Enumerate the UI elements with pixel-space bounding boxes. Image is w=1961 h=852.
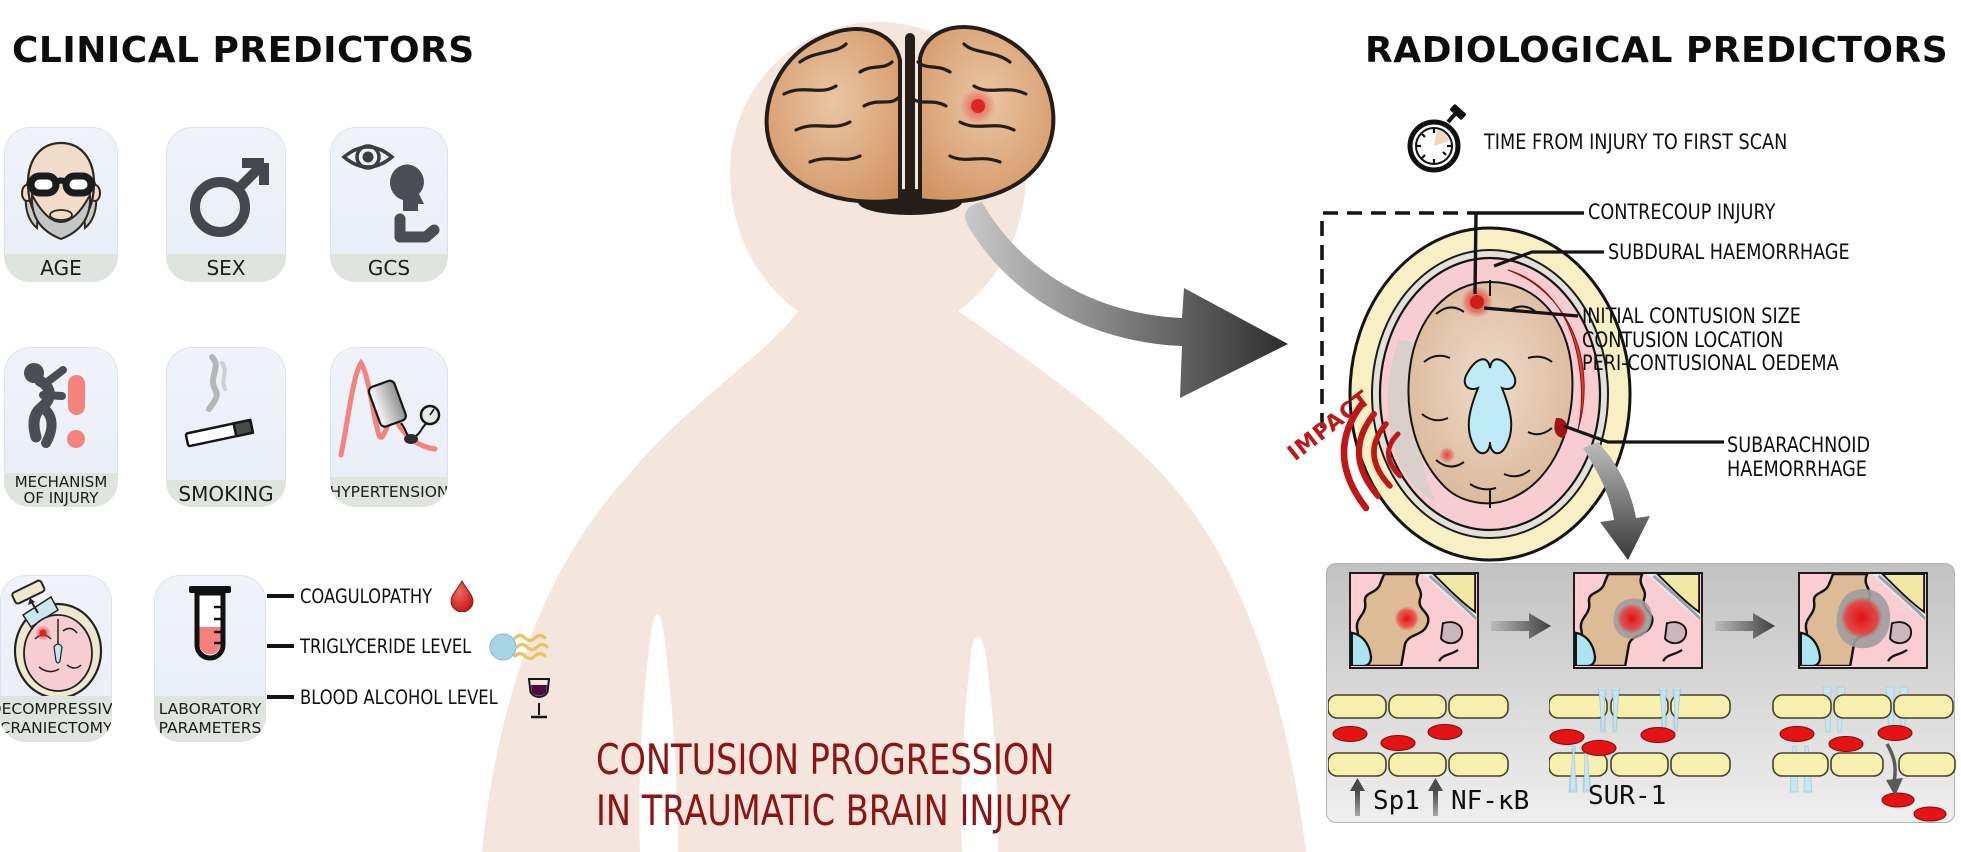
wine-glass-icon: [528, 678, 551, 719]
human-silhouette: [482, 22, 1306, 852]
up-arrow-icon: [1427, 778, 1443, 816]
tile-gcs-label: GCS: [330, 254, 448, 282]
red-blood-cells: [1779, 724, 1947, 822]
cigarette-smoke-icon: [184, 354, 255, 448]
elderly-man-icon: [21, 141, 101, 241]
craniectomy-skull-flap-icon: [11, 579, 103, 700]
subarachnoid-haemorrhage-region: [1554, 418, 1568, 438]
figure-title-line1: CONTUSION PROGRESSION: [596, 735, 1055, 784]
ct-axial-diagram: [1320, 211, 1724, 562]
tile-lab-label-line1: LABORATORY: [158, 700, 262, 718]
callout-blood-alcohol: BLOOD ALCOHOL LEVEL: [267, 671, 553, 723]
stage1-membrane-diagram: [1328, 694, 1509, 777]
clinical-predictors-title: CLINICAL PREDICTORS: [12, 30, 475, 71]
tile-craniectomy-label-line1: DECOMPRESSIVE: [0, 700, 112, 718]
lipid-droplet-icon: [489, 633, 549, 661]
figure-title-line2: IN TRAUMATIC BRAIN INJURY: [596, 786, 1071, 835]
contrecoup-label: CONTRECOUP INJURY: [1588, 200, 1776, 224]
test-tube-icon: [189, 586, 231, 661]
tile-sex: SEX: [166, 127, 286, 282]
blood-pressure-monitor-icon: [338, 358, 441, 458]
stage1-ct-thumbnail: [1349, 569, 1480, 669]
radiological-predictors-title: RADIOLOGICAL PREDICTORS: [1365, 30, 1949, 71]
tile-decompressive-craniectomy: DECOMPRESSIVE CRANIECTOMY: [0, 575, 112, 742]
impact-trajectory-dashed-line: [1320, 211, 1478, 428]
tile-hypertension: HYPERTENSION: [330, 347, 448, 507]
callout-line: [267, 594, 294, 598]
subarachnoid-label-line2: HAEMORRHAGE: [1727, 456, 1867, 481]
red-blood-cells: [1549, 726, 1676, 757]
scan-time-label: TIME FROM INJURY TO FIRST SCAN: [1484, 130, 1788, 154]
tile-moi-label-line1: MECHANISM: [14, 473, 108, 491]
contusion-progression-panel: Sp1 NF-κB SUR-1: [1326, 563, 1956, 823]
stage-arrow-1-icon: [1491, 613, 1551, 639]
callout-line: [267, 695, 294, 699]
stage3-ct-thumbnail: [1798, 569, 1929, 669]
impact-waves-icon: [1340, 400, 1403, 512]
tile-sex-label: SEX: [166, 254, 286, 282]
stage3-membrane-diagram: [1772, 686, 1956, 822]
tile-moi-label-line2: OF INJURY: [23, 489, 99, 507]
tile-mechanism-of-injury: MECHANISM OF INJURY: [4, 347, 118, 507]
coagulopathy-label: COAGULOPATHY: [300, 584, 433, 608]
contusion-labels: INITIAL CONTUSION SIZE CONTUSION LOCATIO…: [1582, 304, 1839, 376]
nfkb-label: NF-κB: [1450, 786, 1530, 816]
red-blood-cells: [1332, 723, 1463, 752]
label-connector-lines: [1473, 211, 1724, 444]
stage2-membrane-diagram: [1549, 688, 1731, 793]
figure-title: CONTUSION PROGRESSION IN TRAUMATIC BRAIN…: [596, 734, 1071, 836]
contusion-label-line1: INITIAL CONTUSION SIZE: [1582, 304, 1801, 328]
up-arrow-icon: [1350, 778, 1365, 816]
eye-head-arm-icon: [341, 144, 440, 243]
falling-person-icon: [24, 363, 85, 448]
tile-age: AGE: [4, 127, 118, 282]
sur1-label: SUR-1: [1588, 781, 1667, 811]
subarachnoid-label-line1: SUBARACHNOID: [1727, 433, 1871, 457]
curved-arrow-to-ct-icon: [965, 202, 1288, 398]
callout-coagulopathy: COAGULOPATHY: [267, 580, 475, 612]
ventricles-region: [1463, 358, 1517, 455]
stage2-ct-thumbnail: [1573, 569, 1704, 669]
blood-alcohol-label: BLOOD ALCOHOL LEVEL: [300, 685, 498, 709]
tile-hypertension-label: HYPERTENSION: [330, 477, 448, 507]
tile-gcs: GCS: [330, 127, 448, 282]
tile-craniectomy-label-line2: CRANIECTOMY: [0, 719, 112, 737]
stage1-markers: Sp1 NF-κB: [1350, 778, 1529, 816]
arrow-to-progression-panel-icon: [1583, 442, 1650, 560]
tile-smoking: SMOKING: [166, 347, 286, 507]
tile-age-label: AGE: [4, 254, 118, 282]
brain-front-view-icon: [764, 25, 1056, 215]
tile-lab-label-line2: PARAMETERS: [158, 719, 262, 737]
contusion-label-line3: PERI-CONTUSIONAL OEDEMA: [1582, 351, 1839, 375]
callout-triglyceride: TRIGLYCERIDE LEVEL: [267, 627, 552, 665]
stage-arrow-2-icon: [1715, 613, 1775, 639]
extravasation-arrow-icon: [1885, 743, 1897, 783]
triglyceride-label: TRIGLYCERIDE LEVEL: [300, 634, 472, 658]
male-symbol-icon: [190, 158, 269, 237]
contusion-label-line2: CONTUSION LOCATION: [1582, 327, 1784, 352]
callout-line: [267, 644, 294, 648]
tile-smoking-label: SMOKING: [166, 480, 286, 507]
subdural-label: SUBDURAL HAEMORRHAGE: [1608, 240, 1850, 264]
sp1-label: Sp1: [1373, 786, 1420, 816]
ct-brain-slice: [1348, 226, 1632, 562]
tile-laboratory-parameters: LABORATORY PARAMETERS: [154, 575, 266, 742]
subarachnoid-label: SUBARACHNOID HAEMORRHAGE: [1727, 433, 1871, 481]
blood-drop-icon: [450, 580, 474, 612]
stopwatch-icon: [1407, 104, 1467, 173]
